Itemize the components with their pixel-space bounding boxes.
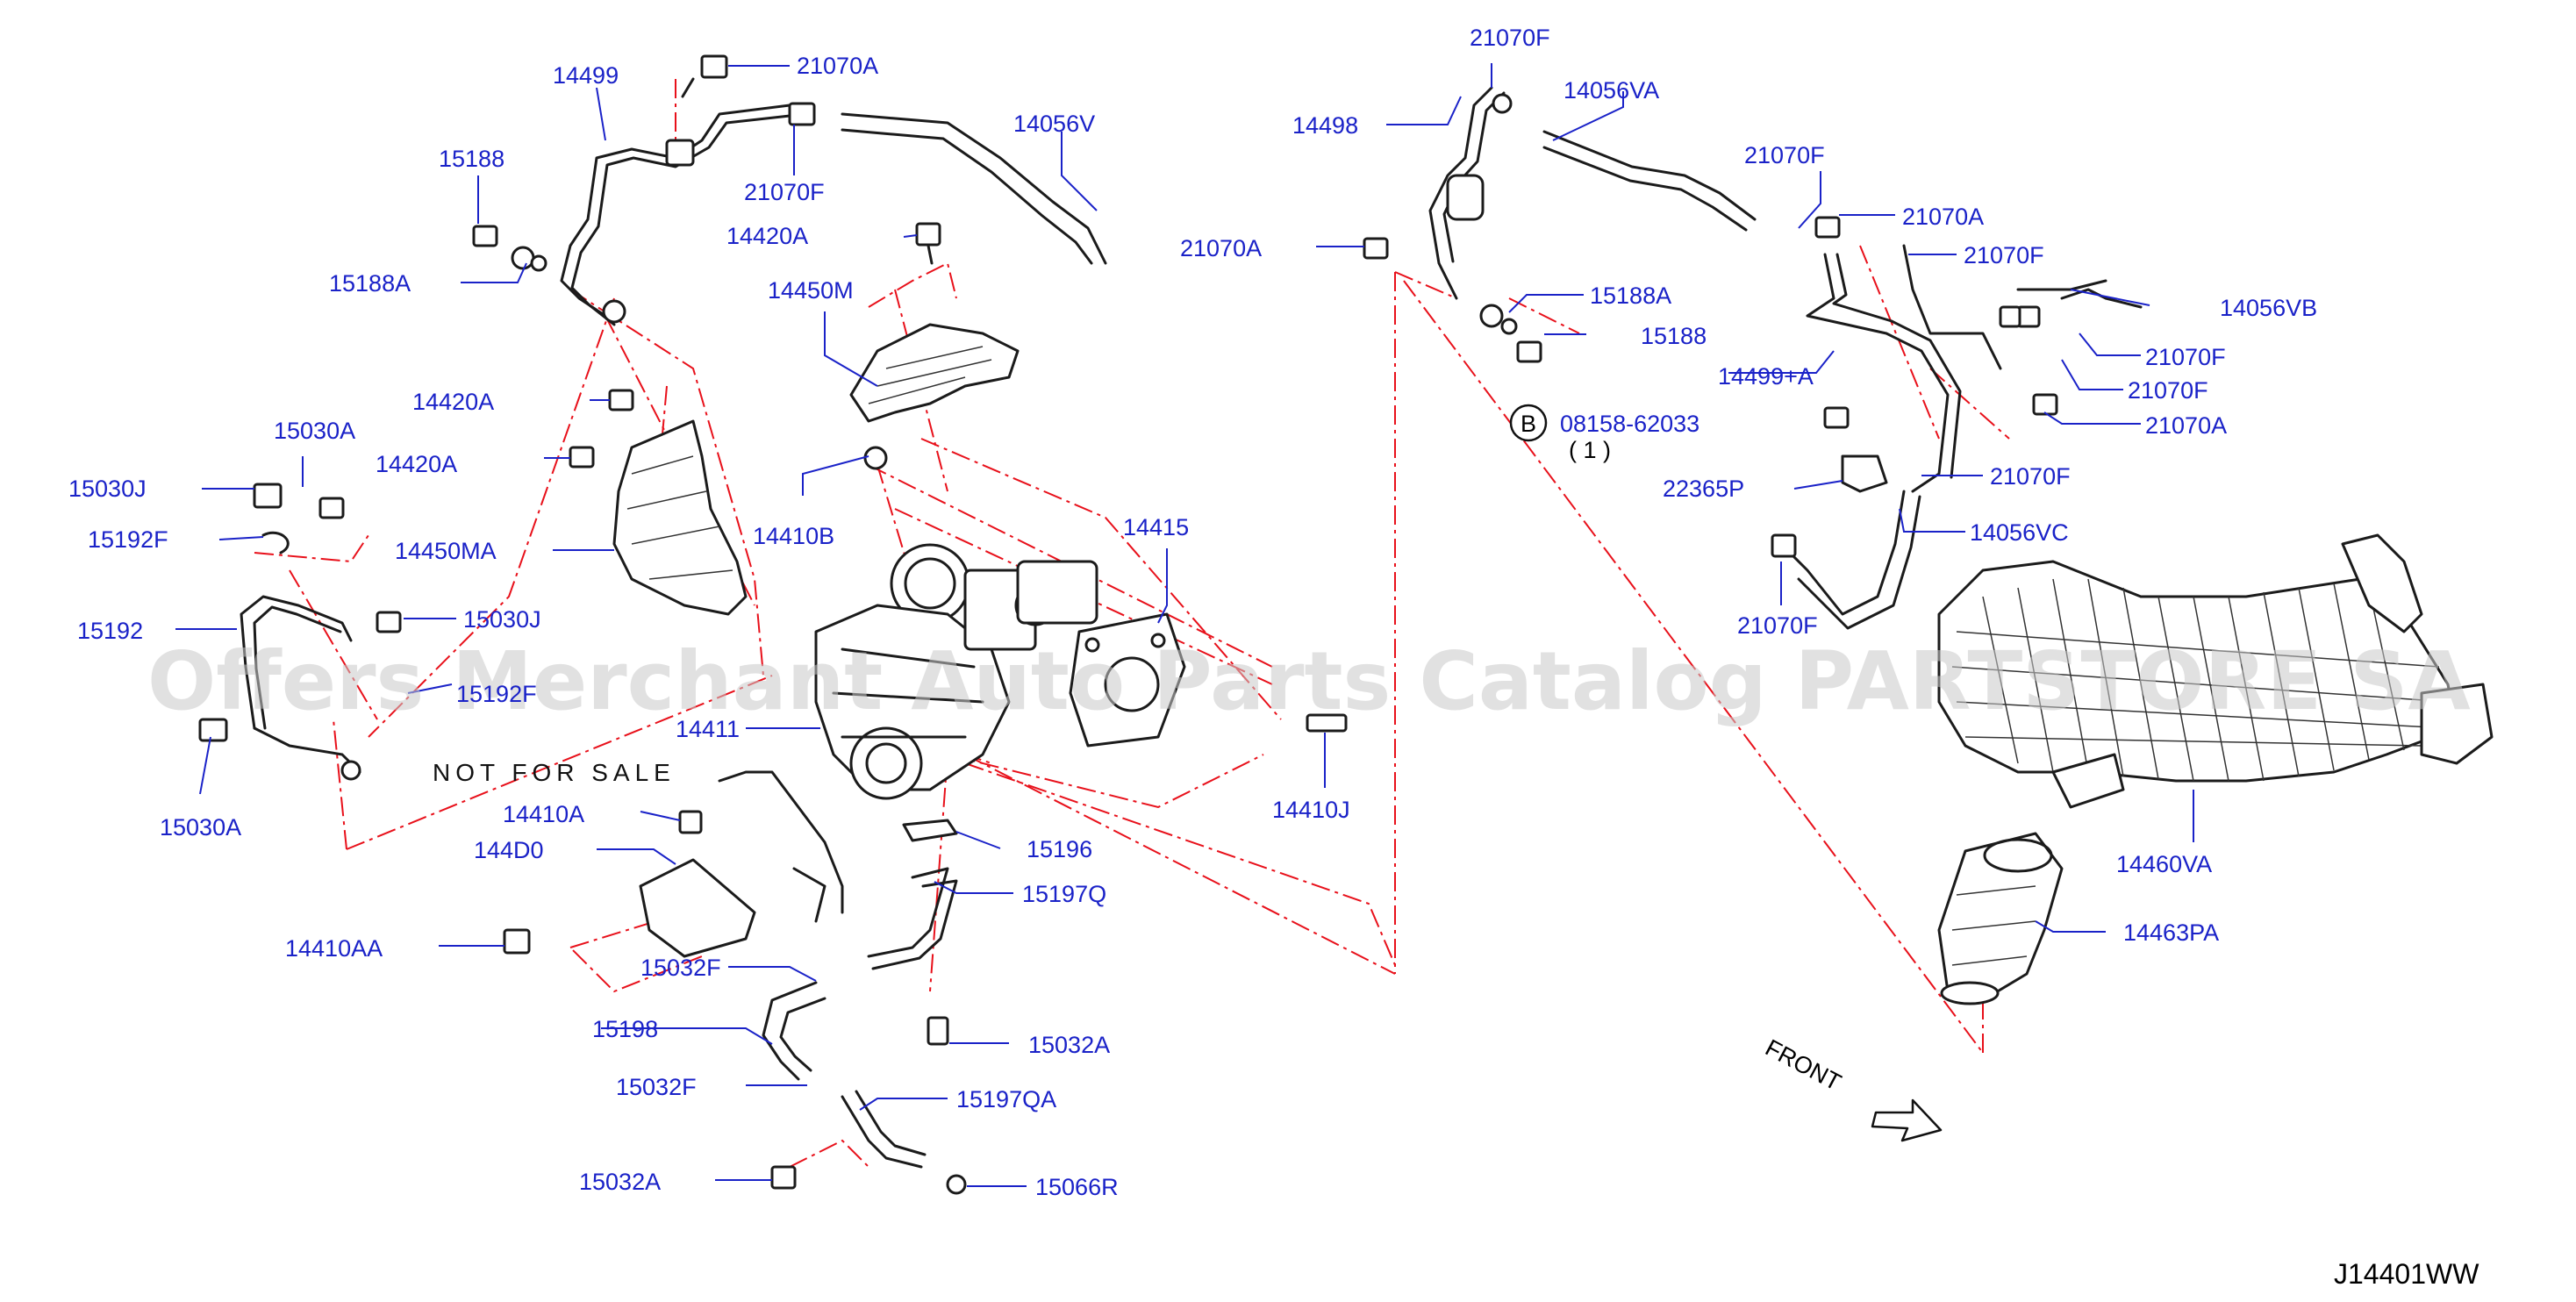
- label-15066R[interactable]: 15066R: [1035, 1174, 1119, 1200]
- label-14463PA[interactable]: 14463PA: [2123, 919, 2219, 946]
- label-15196[interactable]: 15196: [1027, 836, 1092, 862]
- label-21070F-5[interactable]: 21070F: [2145, 344, 2226, 370]
- pipe-14498: [1428, 86, 1493, 300]
- label-14450MA[interactable]: 14450MA: [395, 538, 497, 564]
- rubber-duct-14463PA: [1937, 753, 2125, 1005]
- bolt-21070A-top: [681, 54, 728, 98]
- front-arrow-icon: [1871, 1098, 1943, 1142]
- label-15192[interactable]: 15192: [77, 618, 143, 644]
- not-for-sale-note: NOT FOR SALE: [433, 759, 676, 786]
- hose-15198: [762, 981, 818, 1081]
- label-14415[interactable]: 14415: [1123, 514, 1189, 540]
- label-21070A-3[interactable]: 21070A: [1902, 204, 1984, 230]
- label-14410J[interactable]: 14410J: [1272, 797, 1350, 823]
- pipe-14499A: [1806, 253, 1950, 493]
- leader-lines: [175, 63, 2194, 1187]
- label-14056VA[interactable]: 14056VA: [1563, 77, 1659, 104]
- oil-pipe-14499: [560, 104, 791, 318]
- label-14410B[interactable]: 14410B: [753, 523, 834, 549]
- circle-b-letter: B: [1521, 411, 1536, 437]
- turbocharger-14411: [814, 543, 1098, 800]
- label-21070F-1[interactable]: 21070F: [744, 179, 825, 205]
- label-15030A-1[interactable]: 15030A: [274, 418, 355, 444]
- label-14460VA[interactable]: 14460VA: [2116, 851, 2212, 877]
- label-14498[interactable]: 14498: [1292, 112, 1358, 139]
- label-14410AA[interactable]: 14410AA: [285, 935, 383, 962]
- label-22365P[interactable]: 22365P: [1663, 476, 1744, 502]
- bracket-144D0: [639, 858, 756, 958]
- drawing-code: J14401WW: [2334, 1258, 2479, 1290]
- pipe-15192: [240, 595, 353, 730]
- label-21070F-6[interactable]: 21070F: [2128, 377, 2208, 404]
- hose-14056VC: [1788, 490, 1906, 616]
- heat-shield-14450MA: [612, 419, 748, 616]
- label-15188-2[interactable]: 15188: [1641, 323, 1707, 349]
- label-21070F-4[interactable]: 21070F: [1964, 242, 2044, 268]
- pipe-15197QA: [841, 1095, 923, 1169]
- label-15188A-1[interactable]: 15188A: [329, 270, 411, 297]
- hose-14056V: [841, 112, 1107, 265]
- label-14411[interactable]: 14411: [676, 716, 740, 742]
- label-15197QA[interactable]: 15197QA: [956, 1086, 1056, 1112]
- label-15032F-2[interactable]: 15032F: [616, 1074, 697, 1100]
- label-21070A-1[interactable]: 21070A: [797, 53, 878, 79]
- label-14056VB[interactable]: 14056VB: [2220, 295, 2317, 321]
- label-15030J-1[interactable]: 15030J: [68, 476, 147, 502]
- label-15032A-1[interactable]: 15032A: [1028, 1032, 1110, 1058]
- label-14410A[interactable]: 14410A: [503, 801, 584, 827]
- watermark: Offers Merchant Auto Parts Catalog PARTS…: [147, 634, 2471, 728]
- label-15032A-2[interactable]: 15032A: [579, 1169, 661, 1195]
- label-21070F-8[interactable]: 21070F: [1737, 612, 1818, 639]
- sensor-22365P: [1841, 454, 1888, 493]
- label-14499[interactable]: 14499: [553, 62, 619, 89]
- label-15188-1[interactable]: 15188: [439, 146, 504, 172]
- label-144D0[interactable]: 144D0: [474, 837, 544, 863]
- label-15192F[interactable]: 15192F: [88, 526, 168, 553]
- label-15030J-2[interactable]: 15030J: [463, 606, 541, 633]
- label-08158-62033[interactable]: 08158-62033: [1560, 411, 1699, 437]
- label-15192F-2[interactable]: 15192F: [456, 681, 537, 707]
- label-15188A-2[interactable]: 15188A: [1590, 283, 1671, 309]
- front-indicator: FRONT: [1761, 1034, 1943, 1142]
- pipe-15197Q: [867, 867, 949, 958]
- hose-14056VA: [1542, 130, 1757, 221]
- label-15030A-2[interactable]: 15030A: [160, 814, 241, 841]
- label-21070F-7[interactable]: 21070F: [1990, 463, 2071, 490]
- label-08158-qty: ( 1 ): [1569, 437, 1611, 463]
- label-21070A-4[interactable]: 21070A: [2145, 412, 2227, 439]
- part-drawings: [198, 54, 2494, 1195]
- label-21070F-3[interactable]: 21070F: [1744, 142, 1825, 168]
- front-label: FRONT: [1761, 1034, 1845, 1096]
- label-21070F-2[interactable]: 21070F: [1470, 25, 1550, 51]
- label-14450M[interactable]: 14450M: [768, 277, 854, 304]
- air-duct-14460VA: [1937, 533, 2494, 783]
- label-14499A[interactable]: 14499+A: [1718, 363, 1814, 390]
- label-14056VC[interactable]: 14056VC: [1970, 519, 2069, 546]
- label-15198[interactable]: 15198: [592, 1016, 658, 1042]
- label-14420A-3[interactable]: 14420A: [376, 451, 457, 477]
- part-labels: 14499 21070A 15188 14056V 21070F 15188A …: [68, 25, 2317, 1200]
- label-14420A-2[interactable]: 14420A: [412, 389, 494, 415]
- label-14056V[interactable]: 14056V: [1013, 111, 1095, 137]
- hose-14056VB: [2060, 288, 2143, 309]
- circle-b-callout[interactable]: B 08158-62033 ( 1 ): [1509, 404, 1699, 463]
- label-21070A-2[interactable]: 21070A: [1180, 235, 1262, 261]
- label-15032F-1[interactable]: 15032F: [640, 955, 721, 981]
- label-14420A-1[interactable]: 14420A: [726, 223, 808, 249]
- label-15197Q[interactable]: 15197Q: [1022, 881, 1106, 907]
